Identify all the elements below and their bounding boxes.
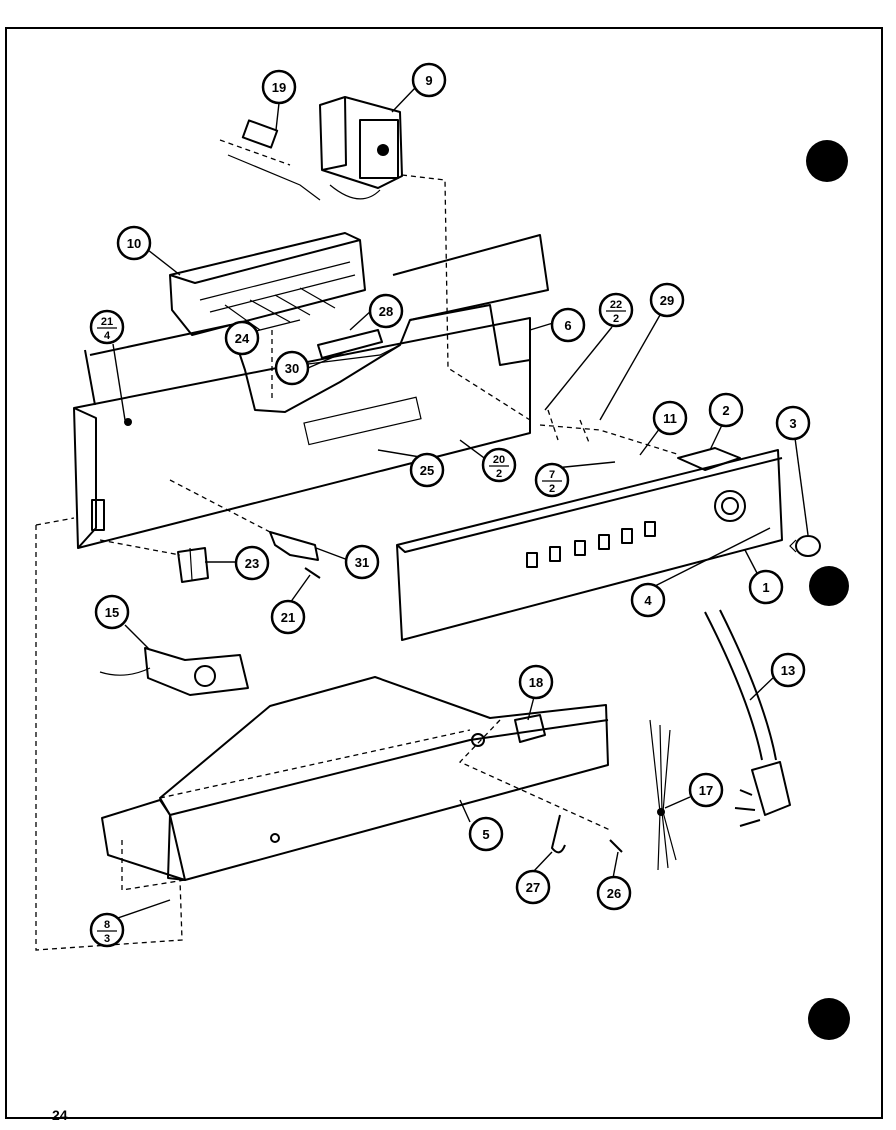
svg-text:4: 4 [104, 330, 111, 342]
svg-text:25: 25 [420, 463, 434, 478]
svg-text:31: 31 [355, 555, 369, 570]
sensor-bulb-part-19 [219, 119, 321, 201]
svg-text:17: 17 [699, 783, 713, 798]
callout-25: 25 [409, 452, 445, 488]
callout-8-over-3: 83 [89, 912, 125, 948]
svg-text:2: 2 [613, 313, 619, 325]
page-border [5, 27, 883, 1119]
lower-cover-part-5 [101, 676, 609, 881]
callout-6: 6 [550, 307, 586, 343]
binder-hole-top [806, 140, 848, 182]
svg-text:5: 5 [482, 827, 489, 842]
svg-text:18: 18 [529, 675, 543, 690]
svg-text:7: 7 [549, 469, 555, 481]
callout-27: 27 [515, 869, 551, 905]
binder-hole-bottom [808, 998, 850, 1040]
svg-text:10: 10 [127, 236, 141, 251]
svg-text:21: 21 [101, 316, 113, 328]
svg-text:15: 15 [105, 605, 119, 620]
leader-lines [111, 87, 809, 921]
svg-text:8: 8 [104, 919, 110, 931]
svg-text:21: 21 [281, 610, 295, 625]
svg-text:2: 2 [496, 468, 502, 480]
svg-text:26: 26 [607, 886, 621, 901]
svg-text:2: 2 [722, 403, 729, 418]
bracket-part-18 [514, 714, 546, 743]
callout-21-over-4: 214 [89, 309, 125, 345]
thermostat-part-9 [319, 96, 403, 200]
binder-hole-middle [809, 566, 849, 606]
callout-17: 17 [688, 772, 724, 808]
svg-text:28: 28 [379, 304, 393, 319]
callout-9: 9 [411, 62, 447, 98]
ice-maker-part-10 [169, 232, 366, 336]
heater-part-30 [299, 329, 401, 366]
svg-text:3: 3 [789, 416, 796, 431]
wire-harness-part-17 [649, 719, 677, 871]
callout-20-over-2: 202 [481, 447, 517, 483]
clip-part-27 [551, 814, 566, 854]
callout-11: 11 [652, 400, 688, 436]
svg-text:27: 27 [526, 880, 540, 895]
svg-text:20: 20 [493, 454, 505, 466]
callout-18: 18 [518, 664, 554, 700]
svg-text:24: 24 [235, 331, 250, 346]
screw-part-26 [609, 839, 623, 853]
callout-30: 30 [274, 350, 310, 386]
callout-26: 26 [596, 875, 632, 911]
power-cord-part-13 [704, 609, 791, 827]
svg-text:19: 19 [272, 80, 286, 95]
svg-text:22: 22 [610, 299, 622, 311]
bracket-part-31 [269, 531, 319, 561]
svg-text:29: 29 [660, 293, 674, 308]
page-number: 24 [52, 1107, 68, 1123]
callout-1: 1 [748, 569, 784, 605]
callout-13: 13 [770, 652, 806, 688]
svg-text:9: 9 [425, 73, 432, 88]
svg-text:13: 13 [781, 663, 795, 678]
callout-24: 24 [224, 320, 260, 356]
switch-part-23 [177, 547, 209, 583]
callout-28: 28 [368, 293, 404, 329]
callout-31: 31 [344, 544, 380, 580]
svg-text:11: 11 [663, 411, 677, 426]
screw-part-21 [304, 567, 321, 579]
svg-text:2: 2 [549, 483, 555, 495]
control-housing-part-6 [73, 234, 549, 549]
svg-text:3: 3 [104, 933, 110, 945]
callout-22-over-2: 222 [598, 292, 634, 328]
callout-15: 15 [94, 594, 130, 630]
svg-text:23: 23 [245, 556, 259, 571]
svg-text:6: 6 [564, 318, 571, 333]
callout-10: 10 [116, 225, 152, 261]
knob-part-3 [789, 535, 821, 557]
callout-4: 4 [630, 582, 666, 618]
callout-23: 23 [234, 545, 270, 581]
callout-29: 29 [649, 282, 685, 318]
svg-text:30: 30 [285, 361, 299, 376]
svg-text:1: 1 [762, 580, 769, 595]
callout-19: 19 [261, 69, 297, 105]
control-panel-part-1 [396, 447, 783, 641]
svg-text:4: 4 [644, 593, 652, 608]
callout-5: 5 [468, 816, 504, 852]
callout-21: 21 [270, 599, 306, 635]
callout-3: 3 [775, 405, 811, 441]
callout-2: 2 [708, 392, 744, 428]
callout-7-over-2: 72 [534, 462, 570, 498]
light-socket-part-15 [99, 647, 249, 696]
